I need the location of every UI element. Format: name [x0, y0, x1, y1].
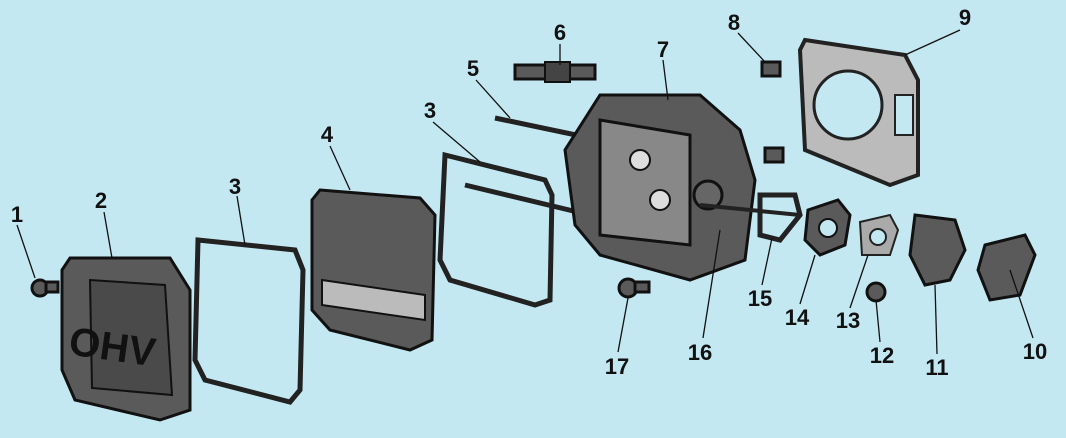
callout-17: 17: [605, 354, 629, 379]
callout-5: 5: [467, 56, 479, 81]
leader-lines: [16, 29, 1034, 355]
part-spark-plug: [513, 61, 597, 83]
part-bolt: [30, 278, 60, 298]
part-carburetor-gasket: [858, 213, 900, 256]
callout-6: 6: [554, 20, 566, 45]
part-cover-gasket: [437, 151, 555, 308]
part-carburetor: [908, 213, 967, 287]
part-cover-gasket: [192, 237, 306, 405]
callout-12: 12: [870, 343, 894, 368]
part-head-gasket: [797, 37, 920, 188]
callout-11: 11: [925, 355, 948, 380]
part-dowel-pin: [760, 60, 785, 164]
callout-3b: 3: [424, 98, 436, 123]
callout-10: 10: [1023, 339, 1047, 364]
part-head-bolt: [617, 277, 651, 299]
callout-9: 9: [959, 5, 971, 30]
callout-14: 14: [785, 305, 810, 330]
callout-15: 15: [748, 286, 772, 311]
callout-1: 1: [11, 202, 23, 227]
callout-16: 16: [688, 340, 712, 365]
callout-3a: 3: [229, 174, 241, 199]
part-air-filter-gasket: [976, 233, 1037, 302]
callout-7: 7: [657, 37, 669, 62]
part-inner-cover: [310, 188, 437, 352]
callout-2: 2: [95, 188, 107, 213]
part-plug: [865, 281, 887, 303]
part-intake-gasket: [757, 192, 803, 243]
part-insulator: [803, 198, 852, 257]
callout-4: 4: [321, 122, 334, 147]
part-intake-stud: [699, 203, 801, 217]
callout-13: 13: [836, 308, 860, 333]
callout-labels: 1 2 3 4 3 5 6 7 8 9 10 11 12 13 14 15 16…: [11, 5, 1047, 380]
part-valve-cover: OHV: [60, 256, 192, 422]
callout-8: 8: [728, 10, 740, 35]
part-cylinder-head: [563, 93, 757, 282]
